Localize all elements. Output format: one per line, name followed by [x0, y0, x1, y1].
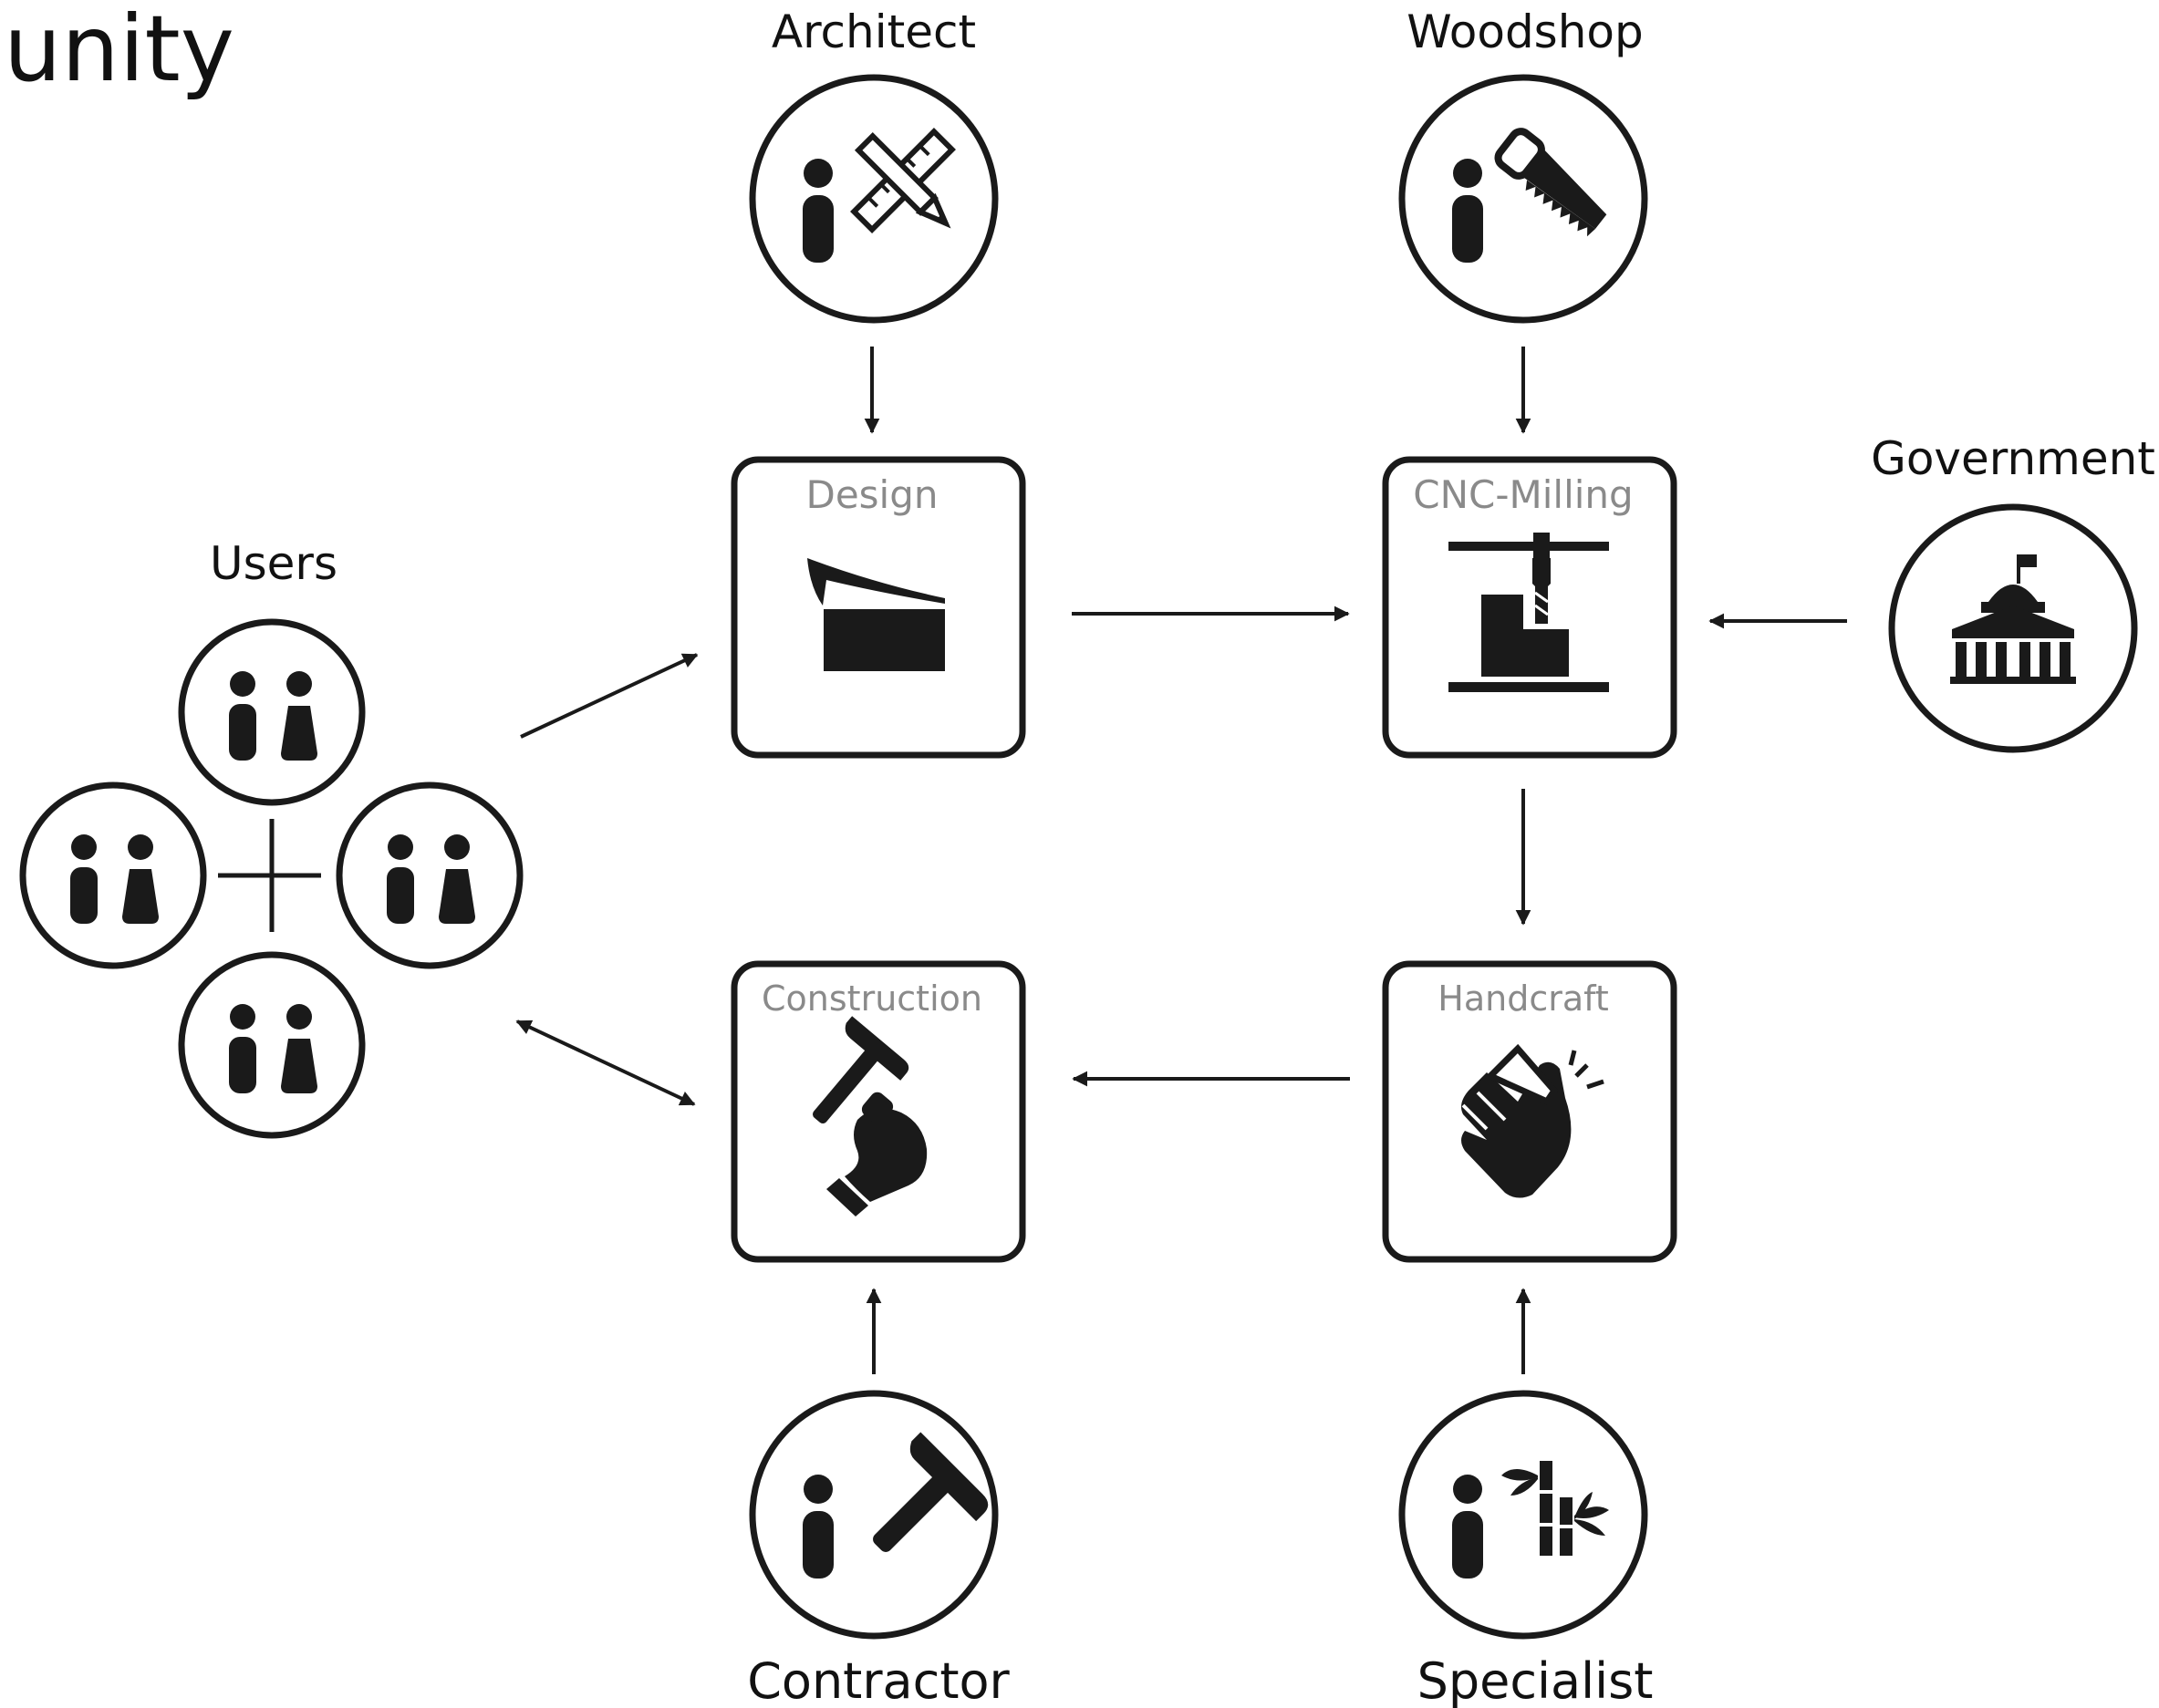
- users-circle-left: [19, 782, 207, 969]
- construction-title: Construction: [762, 978, 982, 1019]
- hammer-icon: [873, 1432, 989, 1552]
- government-label: Government: [1871, 432, 2155, 485]
- connectors: [515, 347, 1847, 1374]
- design-form-icon: [807, 558, 945, 671]
- bamboo-icon: [1501, 1461, 1609, 1556]
- specialist-circle: [1398, 1390, 1648, 1640]
- cnc-box: [1382, 456, 1677, 759]
- actor-architect: Architect: [749, 5, 999, 324]
- woodshop-label: Woodshop: [1406, 5, 1644, 58]
- users-circle-top: [178, 618, 366, 806]
- person-icon: [803, 1475, 834, 1579]
- person-icon: [1452, 159, 1483, 263]
- actor-users: Users: [19, 537, 524, 1139]
- actor-contractor: Contractor: [747, 1390, 1011, 1708]
- design-title: Design: [805, 472, 938, 517]
- users-circle-bottom: [178, 951, 366, 1139]
- saw-icon: [1494, 128, 1607, 237]
- actor-woodshop: Woodshop: [1398, 5, 1648, 324]
- architect-label: Architect: [772, 5, 976, 58]
- actor-government: Government: [1871, 432, 2155, 753]
- cnc-title: CNC-Milling: [1413, 472, 1633, 517]
- stage-handcraft: Handcraft: [1382, 960, 1677, 1263]
- users-circle-right: [336, 782, 524, 969]
- contractor-circle: [749, 1390, 999, 1640]
- specialist-label: Specialist: [1417, 1652, 1654, 1708]
- government-building-icon: [1950, 554, 2076, 684]
- design-box: [731, 456, 1026, 759]
- woodshop-circle: [1398, 74, 1648, 324]
- diagram-title: unity: [4, 0, 234, 102]
- arrow-users-to-design: [520, 653, 699, 739]
- cnc-mill-icon: [1448, 533, 1609, 692]
- contractor-label: Contractor: [747, 1652, 1010, 1708]
- person-icon: [803, 159, 834, 263]
- actor-specialist: Specialist: [1398, 1390, 1654, 1708]
- ruler-pencil-icon: [850, 128, 956, 233]
- stage-construction: Construction: [731, 960, 1026, 1263]
- handcraft-title: Handcraft: [1438, 978, 1608, 1019]
- arrow-users-construction-bidirectional: [515, 1020, 696, 1106]
- clapping-hands-icon: [1461, 1043, 1604, 1198]
- users-label: Users: [210, 537, 337, 590]
- person-icon: [1452, 1475, 1483, 1579]
- stage-design: Design: [731, 456, 1026, 759]
- stage-cnc-milling: CNC-Milling: [1382, 456, 1677, 759]
- hand-hammer-icon: [813, 1016, 928, 1216]
